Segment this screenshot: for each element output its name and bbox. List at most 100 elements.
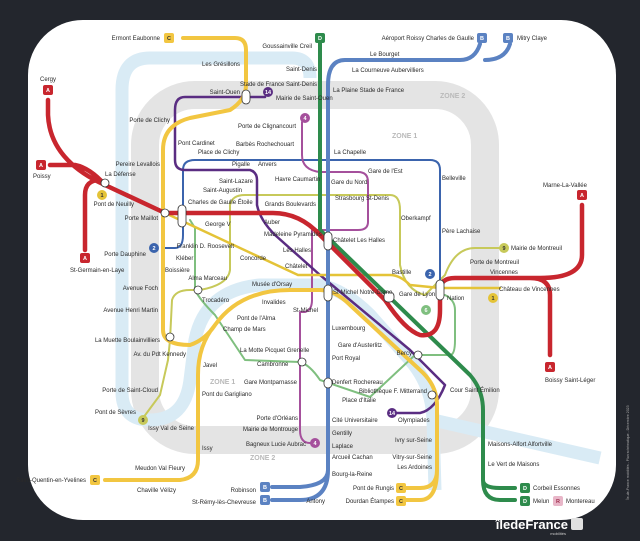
badge-rer-b-mitry[interactable]: B xyxy=(503,33,513,43)
station-label[interactable]: Le Vert de Maisons xyxy=(488,462,539,468)
station-label[interactable]: Port Royal xyxy=(332,356,360,362)
station-label[interactable]: Pont de l'Alma xyxy=(237,316,276,322)
station-label[interactable]: Cour Saint Émilion xyxy=(450,387,500,394)
badge-rer-a-cergy[interactable]: A xyxy=(43,85,53,95)
station-label[interactable]: Issy Val de Seine xyxy=(148,426,195,432)
station-label[interactable]: Mairie de Montrouge xyxy=(243,427,299,433)
station-label[interactable]: Pont du Garigliano xyxy=(202,392,252,398)
badge-r-montereau[interactable]: R xyxy=(553,496,563,506)
station-label[interactable]: Gentilly xyxy=(332,431,352,437)
station-label[interactable]: Gare Montparnasse xyxy=(244,380,298,386)
station-label[interactable]: Place de Clichy xyxy=(198,150,239,156)
badge-rer-d-corbeil[interactable]: D xyxy=(520,483,530,493)
rer-a-line[interactable] xyxy=(45,97,585,358)
station-label[interactable]: St-Michel Notre-Dame xyxy=(333,290,393,296)
station-label[interactable]: Av. du Pdt Kennedy xyxy=(134,352,186,358)
station-label[interactable]: Pont de Sèvres xyxy=(95,410,136,416)
badge-metro-14-olympiades[interactable]: 14 xyxy=(387,408,397,418)
station-label[interactable]: Place d'Italie xyxy=(342,398,376,404)
station-label[interactable]: Bercy xyxy=(397,351,412,357)
interchange-gare-de-lyon[interactable] xyxy=(383,291,395,303)
station-label[interactable]: Strasbourg St-Denis xyxy=(335,196,389,202)
station-label[interactable]: Trocadéro xyxy=(202,298,230,304)
station-label[interactable]: Musée d'Orsay xyxy=(252,282,292,288)
station-label[interactable]: St-Germain-en-Laye xyxy=(70,268,125,274)
station-label[interactable]: Oberkampf xyxy=(401,216,431,222)
station-label[interactable]: Porte de Clichy xyxy=(129,118,170,124)
station-label[interactable]: Père Lachaise xyxy=(442,229,481,235)
badge-rer-a-st-germain[interactable]: A xyxy=(80,253,90,263)
station-label[interactable]: Alma Marceau xyxy=(188,276,227,282)
station-label[interactable]: Vincennes xyxy=(490,270,518,276)
metro-4-line[interactable] xyxy=(299,121,369,444)
station-label[interactable]: Anvers xyxy=(258,162,277,168)
station-label[interactable]: Pont Cardinet xyxy=(178,141,215,147)
interchange-st-michel[interactable] xyxy=(323,284,333,302)
station-label[interactable]: Auber xyxy=(264,220,280,226)
badge-rer-c-dourdan[interactable]: C xyxy=(396,496,406,506)
station-label[interactable]: La Motte Picquet Grenelle xyxy=(240,348,310,354)
station-label[interactable]: Montereau xyxy=(566,499,595,505)
badge-rer-b-robinson[interactable]: B xyxy=(260,482,270,492)
station-label[interactable]: Arcueil Cachan xyxy=(332,455,373,461)
badge-metro-6-nation[interactable]: 6 xyxy=(421,305,431,315)
station-label[interactable]: Saint-Lazare xyxy=(219,179,254,185)
station-label[interactable]: Bastille xyxy=(392,270,412,276)
station-label[interactable]: Madeleine Pyramides xyxy=(264,232,322,238)
station-label[interactable]: Cité Universitaire xyxy=(332,418,378,424)
station-label[interactable]: Mairie de Saint-Ouen xyxy=(276,96,333,102)
interchange-la-muette[interactable] xyxy=(165,332,175,342)
station-label[interactable]: Dourdan Étampes xyxy=(346,498,394,505)
interchange-denfert[interactable] xyxy=(323,377,333,389)
badge-metro-14-saint-ouen[interactable]: 14 xyxy=(263,87,273,97)
station-label[interactable]: Châtelet Les Halles xyxy=(333,238,385,244)
station-label[interactable]: La Plaine Stade de France xyxy=(333,88,405,94)
rer-d-line[interactable] xyxy=(318,40,517,502)
station-label[interactable]: Boissière xyxy=(165,268,190,274)
badge-metro-9-sevres[interactable]: 9 xyxy=(138,415,148,425)
badge-rer-d-goussainville[interactable]: D xyxy=(315,33,325,43)
station-label[interactable]: Javel xyxy=(203,363,217,369)
interchange-chatelet-les-halles[interactable] xyxy=(323,231,333,251)
station-label[interactable]: Porte de Clignancourt xyxy=(238,124,296,130)
station-label[interactable]: Les Halles xyxy=(283,248,311,254)
interchange-porte-maillot[interactable] xyxy=(160,208,170,218)
station-label[interactable]: Kléber xyxy=(176,256,193,262)
station-label[interactable]: Porte de Saint-Cloud xyxy=(102,388,158,394)
metro-6-line[interactable] xyxy=(189,219,456,398)
station-label[interactable]: Mairie de Montreuil xyxy=(511,246,562,252)
station-label[interactable]: Belleville xyxy=(442,176,466,182)
interchange-bibliotheque[interactable] xyxy=(427,390,437,400)
station-label[interactable]: Saint-Ouen xyxy=(210,90,240,96)
station-label[interactable]: Gare de Lyon xyxy=(399,292,435,298)
station-label[interactable]: Melun xyxy=(533,499,549,505)
station-label[interactable]: Pigalle xyxy=(232,162,251,168)
badge-metro-9-montreuil[interactable]: 9 xyxy=(499,243,509,253)
station-label[interactable]: Gare du Nord xyxy=(331,180,367,186)
station-label[interactable]: Luxembourg xyxy=(332,326,365,332)
rer-b-line[interactable] xyxy=(270,42,512,502)
station-label[interactable]: Meudon Val Fleury xyxy=(135,466,185,472)
interchange-trocadero[interactable] xyxy=(193,285,203,295)
badge-metro-4-clignancourt[interactable]: 4 xyxy=(300,113,310,123)
station-label[interactable]: Saint-Denis xyxy=(286,67,317,73)
station-label[interactable]: Robinson xyxy=(231,488,256,494)
station-label[interactable]: Grands Boulevards xyxy=(265,202,316,208)
interchange-etoile[interactable] xyxy=(177,204,187,228)
station-label[interactable]: Gare d'Austerlitz xyxy=(338,343,382,349)
badge-metro-1-vincennes[interactable]: 1 xyxy=(488,293,498,303)
station-label[interactable]: Avenue Henri Martin xyxy=(103,308,158,314)
station-label[interactable]: Charles de Gaulle Étoile xyxy=(188,199,253,206)
station-label[interactable]: Les Grésillons xyxy=(202,62,240,68)
station-label[interactable]: Corbeil Essonnes xyxy=(533,486,580,492)
badge-rer-b-st-remy[interactable]: B xyxy=(260,495,270,505)
badge-rer-d-melun[interactable]: D xyxy=(520,496,530,506)
interchange-saint-ouen[interactable] xyxy=(241,89,251,105)
badge-rer-c-sqy[interactable]: C xyxy=(90,475,100,485)
metro-2-line[interactable] xyxy=(164,159,441,286)
station-label[interactable]: Les Ardoines xyxy=(397,465,432,471)
station-label[interactable]: Avenue Foch xyxy=(123,286,158,292)
station-label[interactable]: Château de Vincennes xyxy=(499,287,560,293)
interchange-nation[interactable] xyxy=(435,279,445,301)
station-label[interactable]: Porte de Montreuil xyxy=(470,260,519,266)
